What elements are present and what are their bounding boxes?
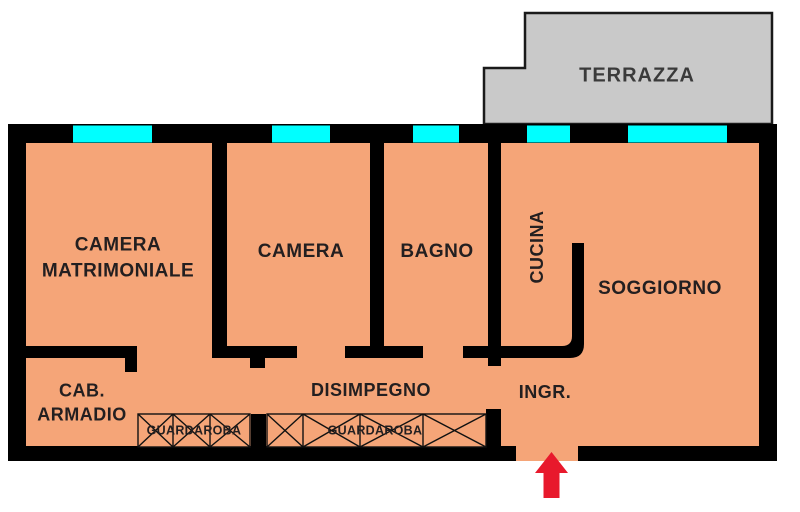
wall-cucina-ingresso	[463, 243, 584, 358]
wall-camera-bagno	[370, 143, 384, 358]
camera-label: CAMERA	[257, 241, 345, 263]
closet-guardaroba-2	[266, 413, 487, 448]
pillar-between-closets	[251, 414, 266, 447]
cab-armadio-label: CAB. ARMADIO	[37, 379, 127, 428]
cab-armadio-label-line2: ARMADIO	[37, 405, 127, 425]
wall-camera-bottom	[212, 346, 297, 358]
wall-cab-armadio-top	[26, 346, 137, 358]
wall-bagno-cucina	[488, 143, 501, 366]
apartment-floor	[26, 143, 759, 446]
door-jamb-cab-armadio	[125, 346, 137, 372]
bagno-label: BAGNO	[400, 241, 474, 263]
guardaroba-1-label: GUARDAROBA	[146, 423, 242, 438]
ingresso-label: INGR.	[518, 381, 572, 402]
window-cucina	[527, 125, 570, 143]
entrance-opening	[516, 446, 578, 461]
entrance-arrow-icon	[535, 452, 568, 498]
cab-armadio-label-line1: CAB.	[59, 380, 105, 401]
camera-matrimoniale-label-line2: MATRIMONIALE	[41, 260, 195, 281]
wall-bagno-bottom	[345, 346, 423, 358]
pillar-disimpegno-ingresso	[486, 409, 501, 447]
window-camera-matrimoniale	[73, 125, 152, 143]
cucina-label: CUCINA	[526, 210, 547, 284]
window-soggiorno	[628, 125, 727, 143]
disimpegno-label: DISIMPEGNO	[310, 379, 432, 400]
window-camera	[272, 125, 330, 143]
closet-1-body	[137, 413, 251, 448]
door-jamb-camera	[250, 356, 265, 368]
camera-matrimoniale-label: CAMERA MATRIMONIALE	[42, 232, 194, 283]
wall-camera-matrimoniale-camera	[212, 143, 227, 358]
soggiorno-label: SOGGIORNO	[598, 278, 722, 300]
window-bagno	[413, 125, 459, 143]
terrace-label: TERRAZZA	[579, 64, 695, 87]
guardaroba-2-label: GUARDAROBA	[327, 423, 423, 438]
camera-matrimoniale-label-line1: CAMERA	[74, 234, 162, 256]
closet-guardaroba-1	[137, 413, 251, 448]
